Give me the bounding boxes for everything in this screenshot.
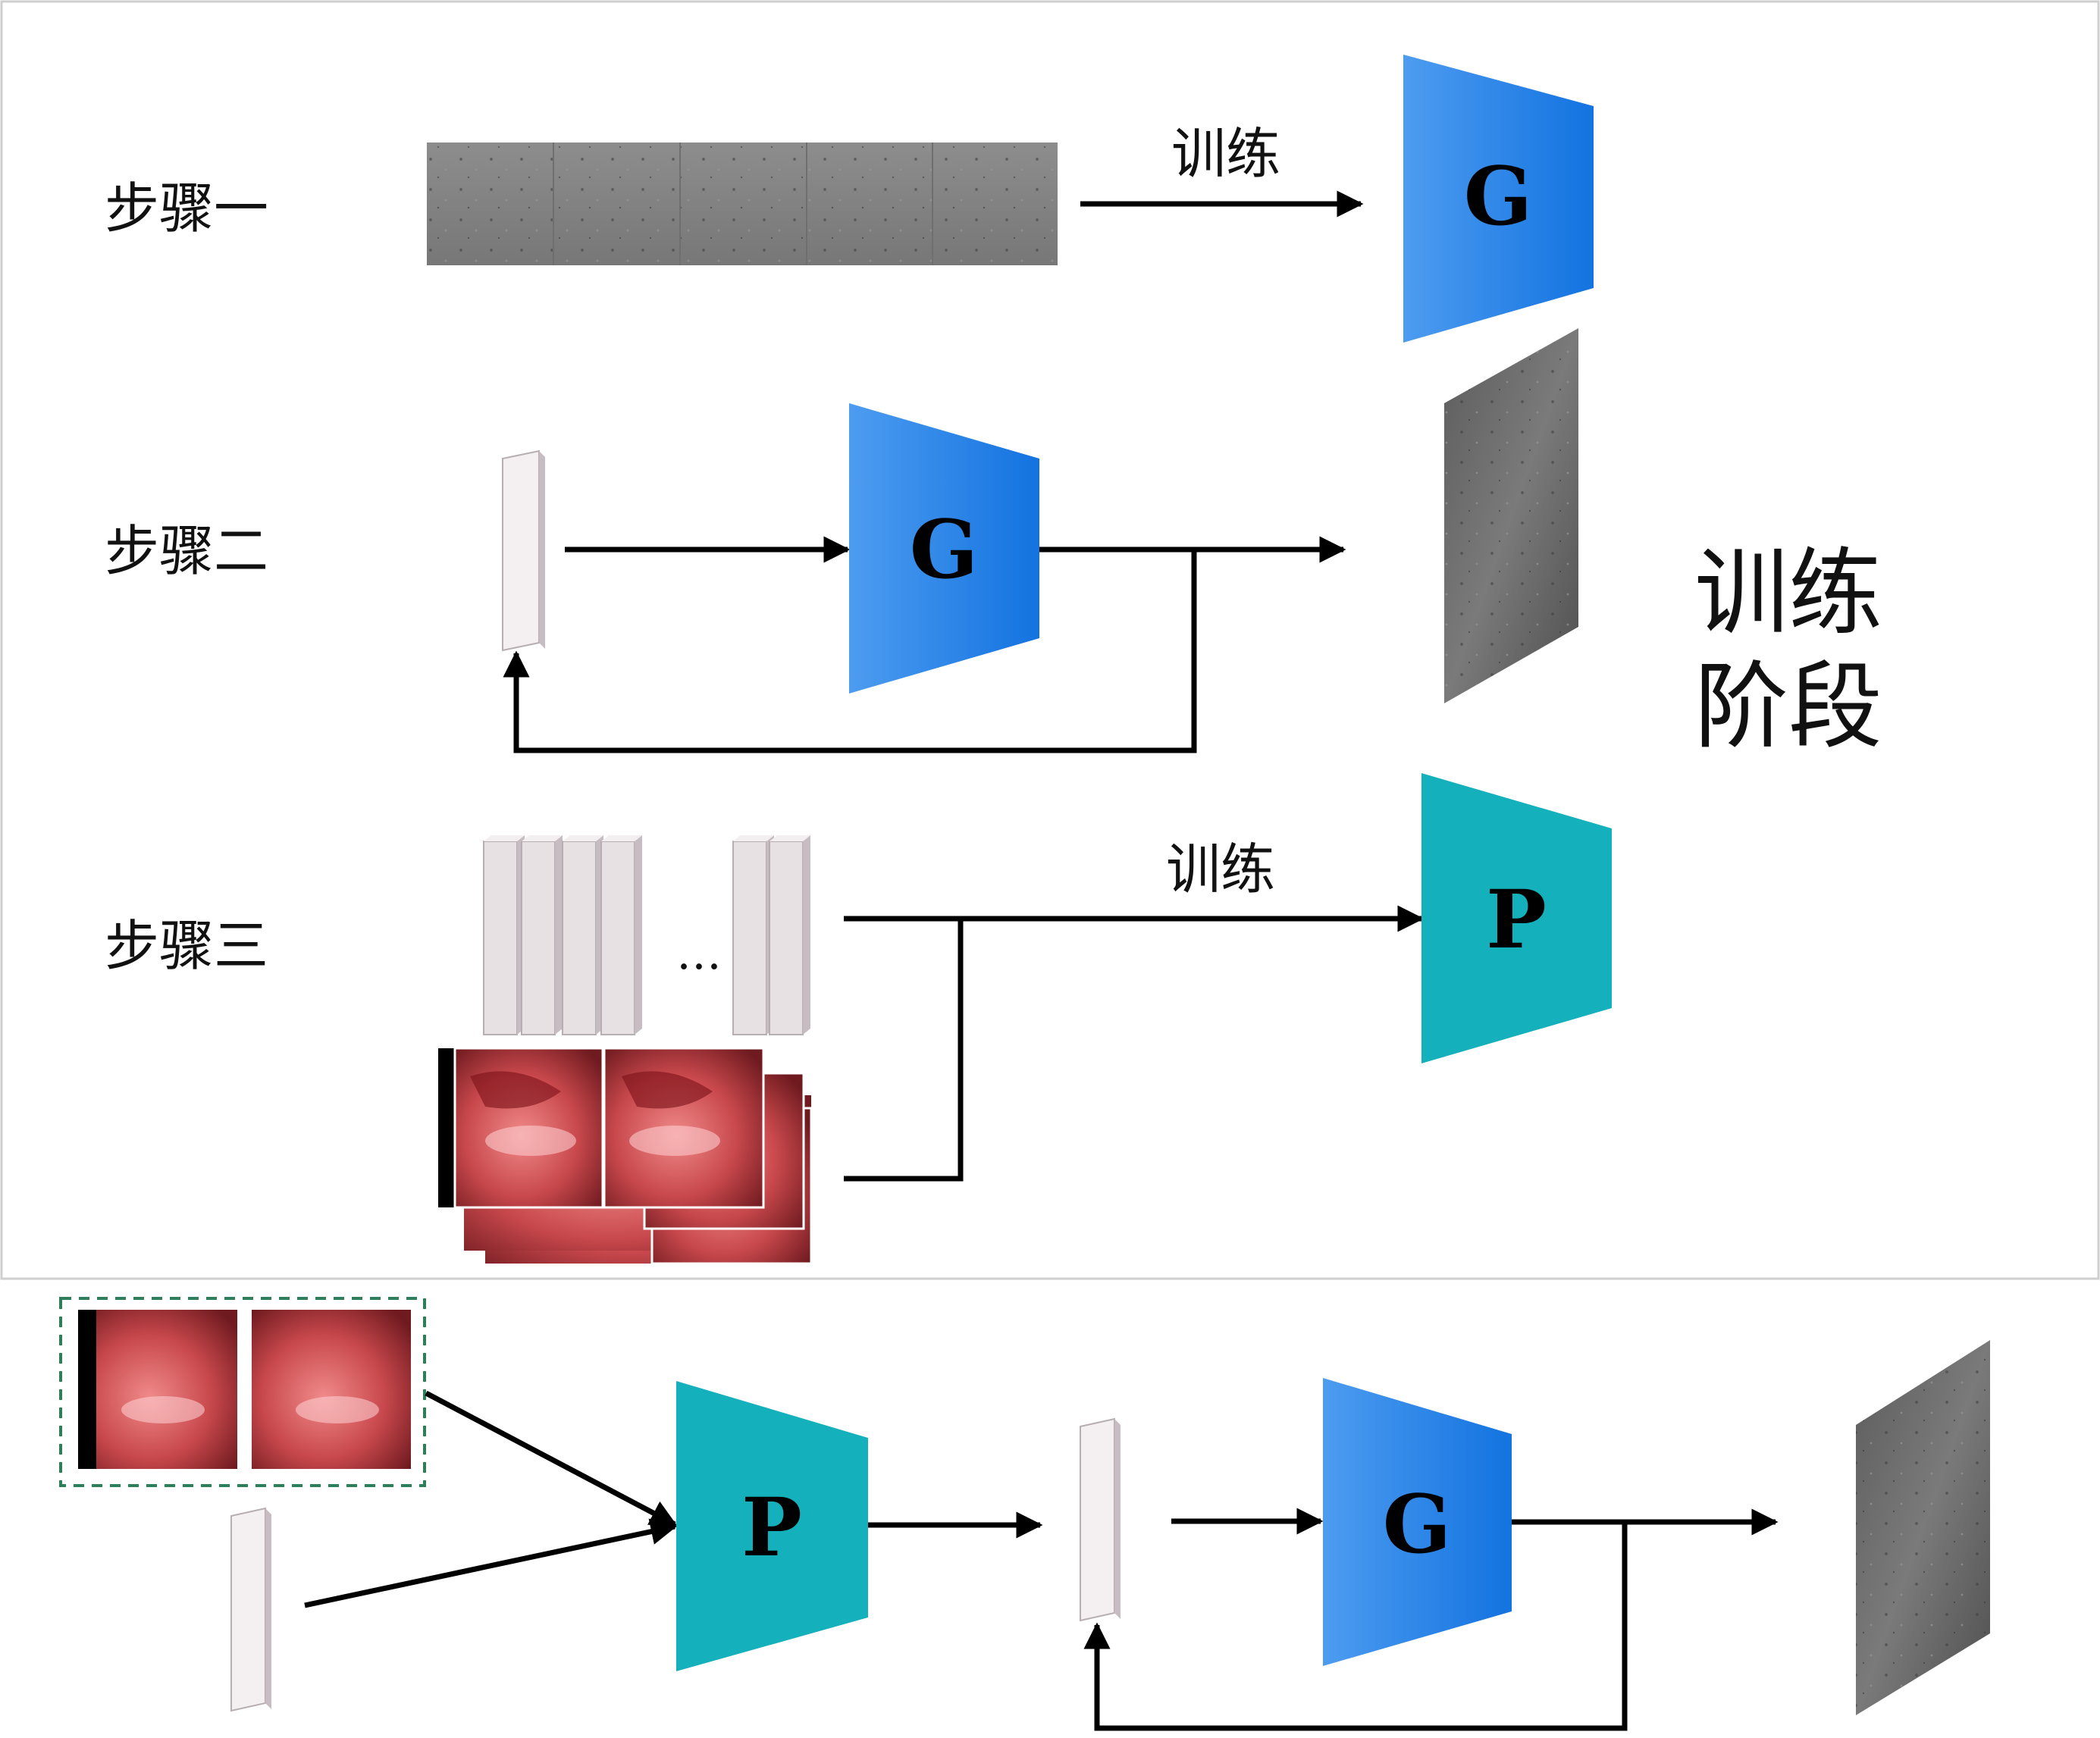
p-network-step3-letter: P [1486,872,1547,966]
latent-vector-inference-input [230,1507,271,1712]
latent-vector-6 [769,835,810,1035]
latent-vector-stack [483,835,810,1035]
gray-texture-strip [427,142,1058,265]
latent-vector-5 [732,835,774,1035]
p-network-inference-letter: P [741,1480,802,1574]
latent-vector-1 [483,835,525,1035]
p-network-step3: P [1421,773,1612,1063]
g-network-step1-letter: G [1464,149,1533,243]
training-panel [0,0,2100,1280]
frames-to-p-arrow [425,1390,678,1527]
surgical-frame-stack [438,1047,813,1265]
step1-label: 步骤一 [105,177,268,240]
ellipsis: … [676,927,722,980]
latent-vector-3 [562,835,603,1035]
step3-label: 步骤三 [105,914,268,978]
latent-vector-4 [600,835,642,1035]
g-network-inference: G [1323,1378,1512,1666]
step3-frame-line [844,919,964,1182]
step3-train-label: 训练 [1166,838,1275,901]
step1-train-label: 训练 [1171,122,1280,186]
latent-vector-step2 [502,449,545,652]
training-stage-title-line1: 训练 [1694,539,1882,648]
training-stage-title-line2: 阶段 [1694,653,1882,762]
g-network-inference-letter: G [1383,1477,1452,1571]
step2-feedback-loop [503,550,1197,753]
input-frame-pair [59,1297,426,1487]
g-network-step2-letter: G [910,502,979,597]
g-network-step1: G [1403,55,1594,343]
g-network-step2: G [849,403,1039,694]
p-network-inference: P [676,1381,868,1671]
inference-feedback-loop [1083,1522,1628,1731]
generated-gray-image-inference [1856,1340,1990,1715]
vector-to-p-arrow [304,1518,678,1608]
latent-vector-2 [521,835,563,1035]
latent-vector-inference [1080,1417,1121,1622]
generated-gray-image-step2 [1444,328,1578,703]
step2-label: 步骤二 [105,519,268,583]
